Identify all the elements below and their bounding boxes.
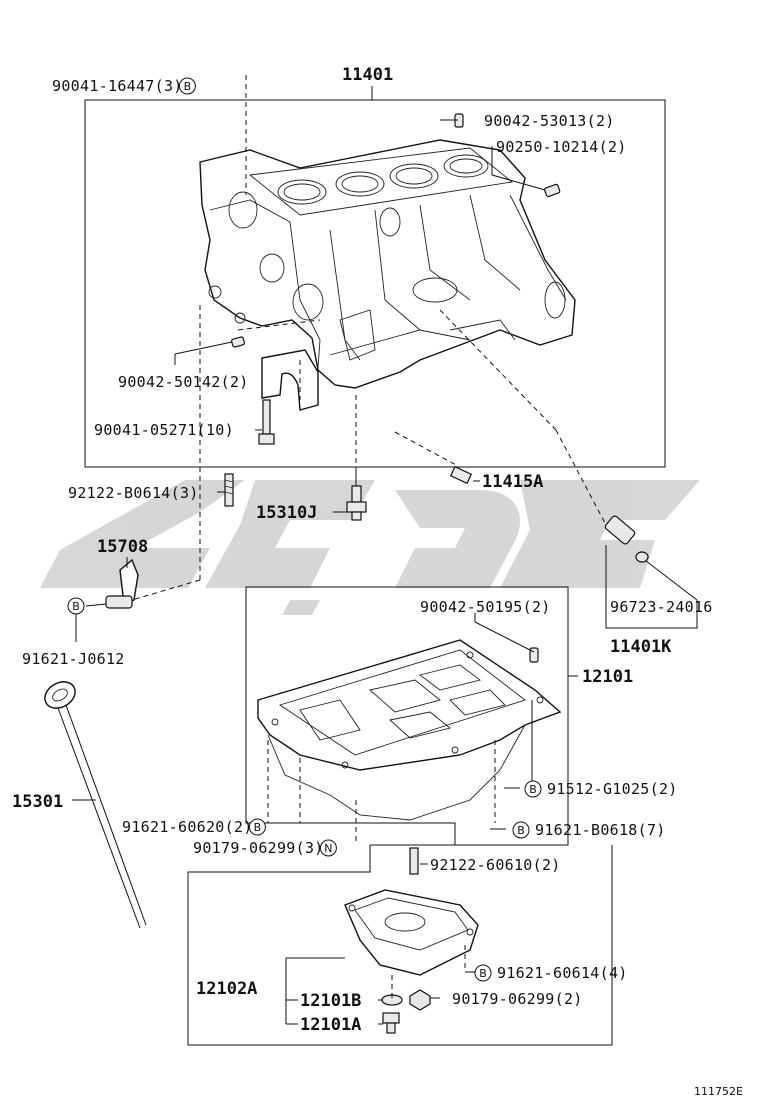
svg-text:B: B xyxy=(254,821,262,834)
part-label-p1: 90041-16447(3) xyxy=(52,77,183,95)
nut-90179-06299-icon xyxy=(409,989,431,1011)
stud-92122-60610-icon xyxy=(409,847,419,875)
cylinder-block-illustration xyxy=(199,139,576,389)
marker-b-p14: B xyxy=(524,780,542,798)
frame-label-pan: 12101 xyxy=(582,667,633,687)
marker-b-p16: B xyxy=(512,821,530,839)
svg-text:B: B xyxy=(529,783,537,796)
sensor-11415a-icon xyxy=(449,465,473,485)
part-label-p10: 91621-J0612 xyxy=(22,650,125,668)
part-label-p11: 96723-24016 xyxy=(610,598,713,616)
part-label-p19: 91621-60614(4) xyxy=(497,964,628,982)
part-label-p8: 11415A xyxy=(482,472,543,492)
marker-b-p1: B xyxy=(178,77,196,95)
frame-block xyxy=(84,86,666,468)
svg-text:N: N xyxy=(324,842,332,855)
part-label-p21: 90179-06299(2) xyxy=(452,990,583,1008)
leader-lines xyxy=(72,119,698,1025)
stud-92122-b0614-icon xyxy=(224,473,234,507)
frame-label-sub-pan: 12102A xyxy=(196,979,257,999)
bracket-15708-icon xyxy=(105,558,139,609)
svg-text:B: B xyxy=(184,80,192,93)
pin-90042-50142-icon xyxy=(231,336,245,348)
bolt-90041-05271-icon xyxy=(258,399,275,445)
marker-n-p17: N xyxy=(319,839,337,857)
sub-oil-pan-illustration xyxy=(344,889,479,976)
frame-hose-kit xyxy=(605,545,698,629)
part-label-p2: 90042-53013(2) xyxy=(484,112,615,130)
diagram-id: 111752E xyxy=(694,1085,743,1098)
part-label-p7: 15310J xyxy=(256,503,317,523)
part-label-p17: 90179-06299(3) xyxy=(193,839,324,857)
frame-sub-pan xyxy=(187,844,613,1046)
part-label-p4: 90042-50142(2) xyxy=(118,373,249,391)
svg-text:B: B xyxy=(72,600,80,613)
part-label-p16: 91621-B0618(7) xyxy=(535,821,666,839)
part-label-p22: 12101A xyxy=(300,1015,361,1035)
marker-b-p19: B xyxy=(474,964,492,982)
plug-90250-10214-icon xyxy=(544,183,561,198)
oil-pan-12101-illustration xyxy=(257,639,562,821)
dipstick-15301-icon xyxy=(44,681,147,929)
part-labels: 90041-16447(3)B90042-53013(2)90250-10214… xyxy=(12,77,713,1035)
part-label-p15: 91621-60620(2) xyxy=(122,818,253,836)
hose-fitting-11401k-icon xyxy=(604,515,649,563)
part-label-p3: 90250-10214(2) xyxy=(496,138,627,156)
dashed-guide-lines xyxy=(131,75,607,998)
marker-b-p15: B xyxy=(248,818,266,836)
part-label-p6: 92122-B0614(3) xyxy=(68,484,199,502)
part-label-p5: 90041-05271(10) xyxy=(94,421,234,439)
frame-label-block: 11401 xyxy=(342,65,393,85)
marker-b-p10: B xyxy=(67,597,85,615)
bearing-cap-icon xyxy=(261,349,319,411)
part-label-p12: 90042-50195(2) xyxy=(420,598,551,616)
frame-label-hose-kit: 11401K xyxy=(610,637,672,657)
part-label-p9: 15708 xyxy=(97,537,148,557)
watermark-logo xyxy=(40,480,700,615)
part-label-p20: 12101B xyxy=(300,991,361,1011)
svg-text:B: B xyxy=(479,967,487,980)
part-label-p14: 91512-G1025(2) xyxy=(547,780,678,798)
drain-plug-icon xyxy=(382,1012,400,1034)
svg-text:B: B xyxy=(517,824,525,837)
part-label-p13: 15301 xyxy=(12,792,63,812)
part-label-p18: 92122-60610(2) xyxy=(430,856,561,874)
